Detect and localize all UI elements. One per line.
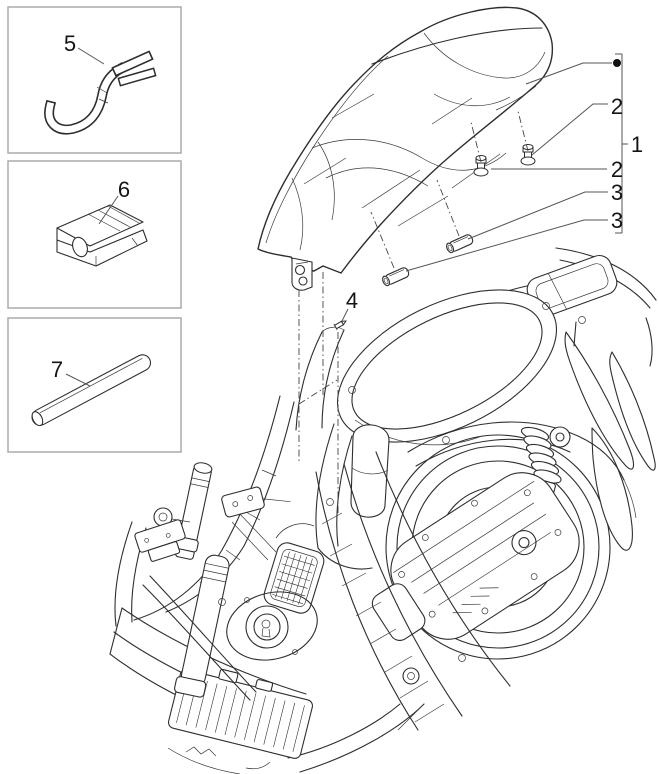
callout-label-5[interactable]: 5: [64, 31, 76, 56]
part-5-hook: [44, 50, 157, 135]
alignment-axes: [298, 110, 529, 516]
shock-absorber: [520, 426, 571, 495]
callout-label-3-lower[interactable]: 3: [611, 208, 623, 233]
fastener-screw-rear: [520, 143, 536, 166]
group-bracket: [615, 53, 628, 234]
fastener-screw-front: [473, 154, 489, 177]
fork-lower-tube: [174, 554, 230, 698]
transmission-cover: [371, 472, 580, 641]
thumbnail-box-6: [7, 160, 182, 309]
spacer-lower: [382, 267, 410, 287]
saddle-drawing: [257, 6, 554, 291]
fuel-cap: [226, 591, 318, 661]
part-7-support-rod: [31, 354, 152, 427]
callout-label-7[interactable]: 7: [51, 357, 63, 382]
thumbnail-box-5: [7, 6, 182, 154]
body-screws: [218, 302, 586, 662]
callout-label-6[interactable]: 6: [118, 177, 130, 202]
group-marker-dot: [613, 59, 621, 67]
callout-label-2-front[interactable]: 2: [611, 157, 623, 182]
leader-lines: [65, 47, 621, 387]
thumbnail-box-7: [7, 317, 182, 453]
callout-label-4[interactable]: 4: [346, 288, 358, 313]
canister: [350, 424, 390, 518]
scooter-drawing: [109, 247, 657, 774]
callout-label-3-upper[interactable]: 3: [611, 180, 623, 205]
spacer-upper: [446, 234, 474, 254]
callout-label-1[interactable]: 1: [631, 132, 643, 157]
callout-label-2-rear[interactable]: 2: [611, 94, 623, 119]
part-6-rubber-clip: [56, 204, 148, 267]
saddle-latch: [291, 257, 313, 291]
latch-screw: [333, 320, 347, 331]
radiator-grille: [263, 542, 325, 614]
thumbnail-boxes: [7, 6, 182, 453]
fork-upper-tube: [174, 462, 213, 560]
helmet-bucket: [315, 289, 558, 570]
